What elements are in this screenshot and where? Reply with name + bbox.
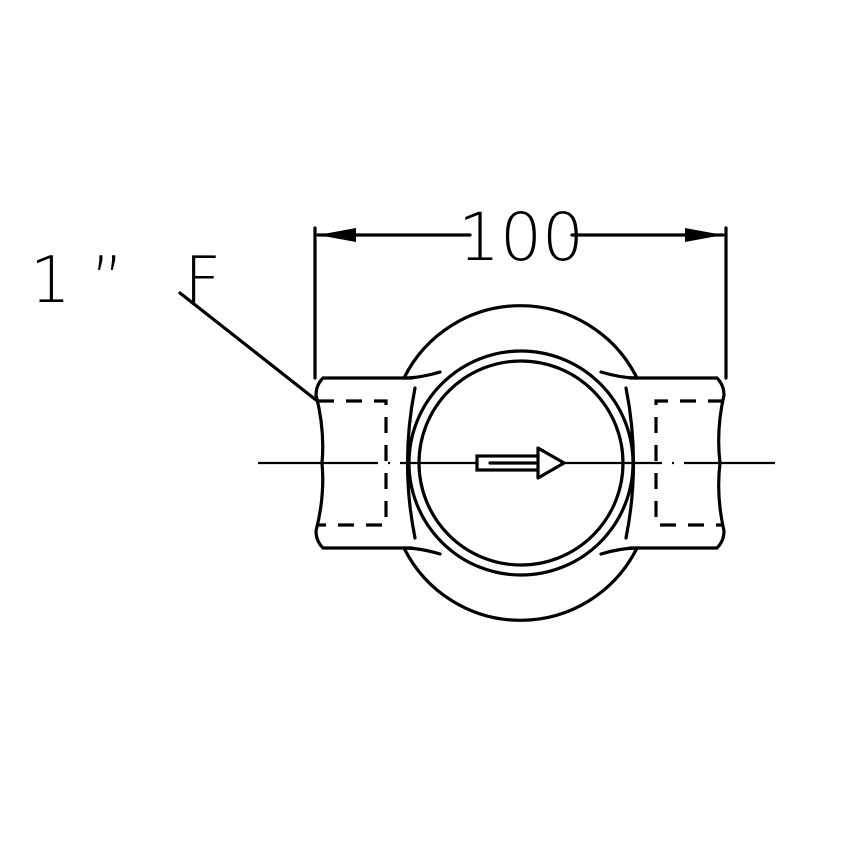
flow-direction-arrow-icon xyxy=(475,446,566,480)
right-port-body xyxy=(628,376,726,550)
left-port xyxy=(314,376,414,550)
leader-line xyxy=(178,291,318,402)
dimension-100: 100 xyxy=(313,199,728,380)
fillet-tr xyxy=(599,370,639,380)
callout-label: 1” F xyxy=(30,244,241,318)
fillet-bl xyxy=(402,546,442,556)
fillet-tl xyxy=(402,370,442,380)
left-thread-hidden xyxy=(318,399,388,527)
central-body xyxy=(402,304,639,622)
arrowhead-right-icon xyxy=(685,228,723,242)
arrowhead-left-icon xyxy=(318,228,356,242)
bonnet-outer-circle xyxy=(407,349,635,577)
left-port-body xyxy=(314,376,414,550)
dimension-label: 100 xyxy=(458,199,584,276)
outer-arc-top xyxy=(402,304,639,380)
thread-callout: 1” F xyxy=(30,244,318,402)
right-thread-hidden xyxy=(654,399,724,527)
bonnet-inner-circle xyxy=(417,359,625,567)
fillet-br xyxy=(599,546,639,556)
right-port xyxy=(628,376,726,550)
outer-arc-bottom xyxy=(402,546,639,622)
